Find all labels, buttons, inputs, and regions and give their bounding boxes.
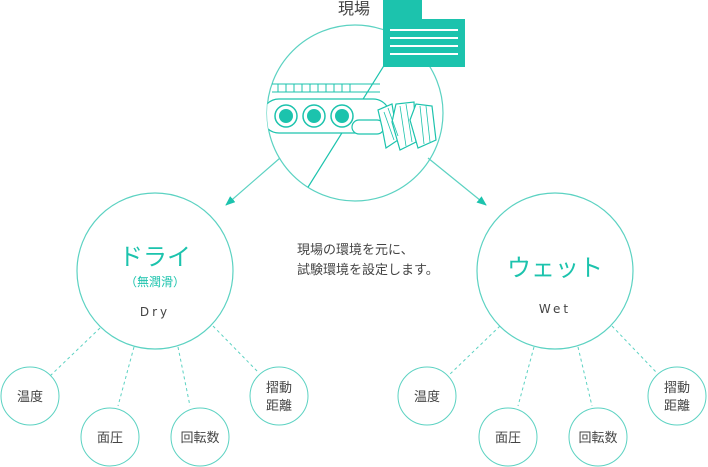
arrow-to-wet: [427, 157, 487, 206]
dry-circle: [76, 192, 234, 350]
dry-node: ドライ （無潤滑） Dry 温度 面圧 回転数 摺動 距離: [0, 192, 309, 467]
wet-param-sliding-distance: [647, 366, 707, 426]
dry-param-temperature-label: 温度: [17, 389, 43, 405]
dry-param-temperature: [0, 366, 60, 426]
center-note-line1: 現場の環境を元に、: [297, 243, 414, 258]
dry-param-rpm-label: 回転数: [180, 431, 219, 446]
wet-param-pressure-label: 面圧: [495, 431, 521, 446]
document-icon: [383, 0, 465, 67]
wet-param-sliding-label1: 摺動: [664, 381, 690, 396]
dry-param-sliding-label2: 距離: [266, 399, 292, 414]
dry-param-sliding-label1: 摺動: [266, 381, 292, 396]
dry-param-rpm: [170, 407, 230, 467]
dry-param-sliding-distance: [249, 366, 309, 426]
center-note: 現場の環境を元に、 試験環境を設定します。: [297, 243, 439, 278]
center-note-line2: 試験環境を設定します。: [297, 262, 439, 278]
wet-param-temperature-label: 温度: [414, 389, 440, 405]
wet-param-rpm: [568, 407, 628, 467]
arrow-to-dry: [225, 157, 281, 206]
dry-subtitle: （無潤滑）: [125, 274, 185, 289]
dry-param-pressure: [80, 407, 140, 467]
site-label: 現場: [338, 0, 370, 18]
wet-param-sliding-label2: 距離: [664, 399, 690, 414]
wet-param-pressure: [478, 407, 538, 467]
wet-en: Wet: [539, 302, 571, 316]
wet-param-temperature: [397, 366, 457, 426]
wet-title: ウェット: [507, 254, 603, 282]
wet-param-rpm-label: 回転数: [578, 431, 617, 446]
dry-en: Dry: [140, 305, 170, 319]
wet-node: ウェット Wet 温度 面圧 回転数 摺動 距離: [397, 192, 707, 467]
wet-circle: [476, 192, 634, 350]
dry-param-pressure-label: 面圧: [97, 431, 123, 446]
factory-conveyor-icon: [267, 39, 437, 201]
site-node: 現場: [266, 0, 465, 202]
dry-title: ドライ: [119, 243, 191, 271]
